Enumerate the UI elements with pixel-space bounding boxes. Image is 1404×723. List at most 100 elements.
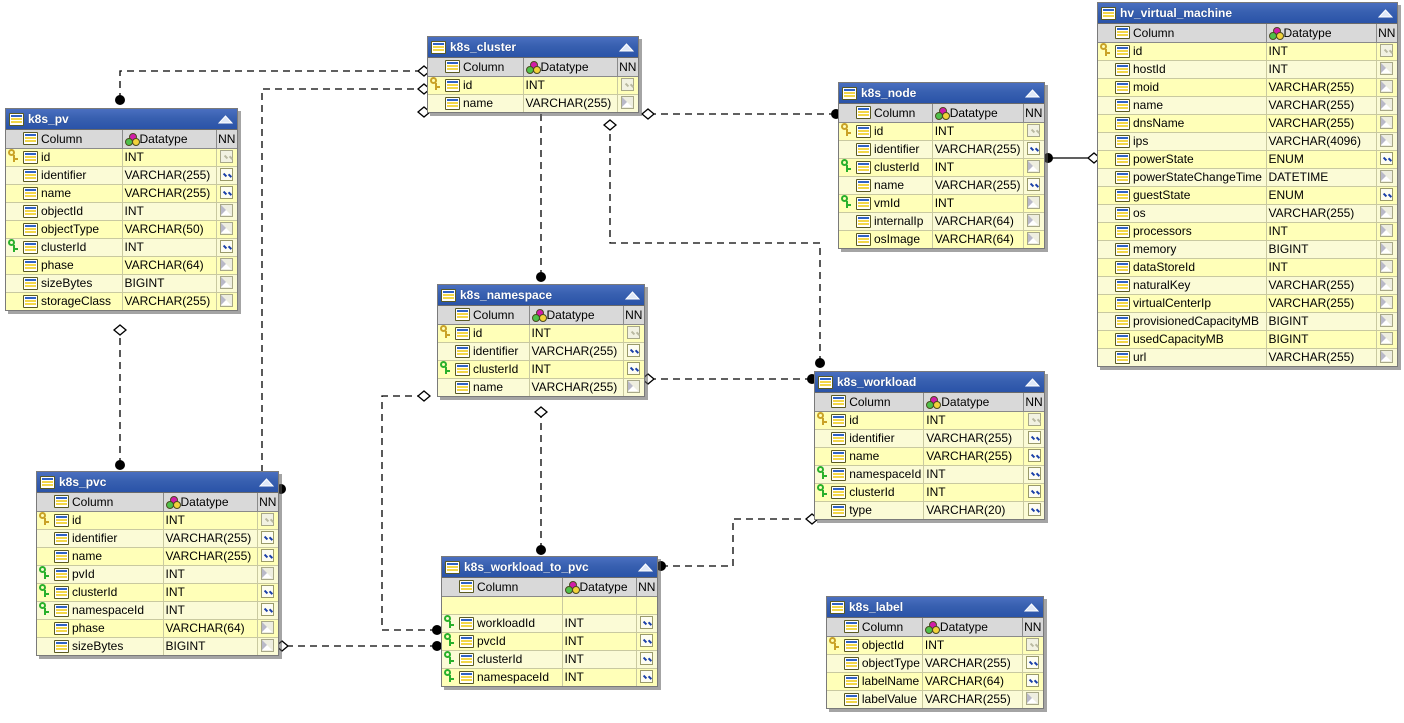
- relationship-wtp-namespace[interactable]: [533, 406, 549, 555]
- nn-checkbox-unchecked[interactable]: [261, 567, 275, 580]
- column-nn-cell[interactable]: [1022, 121, 1044, 140]
- table-header-k8s_workload_to_pvc[interactable]: k8s_workload_to_pvc: [442, 557, 657, 578]
- column-nn-cell[interactable]: [635, 649, 657, 668]
- nn-checkbox-disabled-checked[interactable]: [1026, 638, 1040, 651]
- nn-checkbox-unchecked[interactable]: [627, 380, 641, 394]
- nn-checkbox-checked[interactable]: [640, 616, 654, 629]
- nn-checkbox-disabled-checked[interactable]: [220, 150, 234, 163]
- column-nn-cell[interactable]: [256, 528, 278, 547]
- column-nn-cell[interactable]: [1022, 211, 1044, 230]
- column-nn-cell[interactable]: [1022, 139, 1044, 158]
- nn-checkbox-checked[interactable]: [627, 344, 641, 357]
- table-header-k8s_pvc[interactable]: k8s_pvc: [37, 472, 278, 493]
- nn-checkbox-checked[interactable]: [1027, 431, 1041, 444]
- nn-checkbox-unchecked[interactable]: [1380, 116, 1394, 129]
- nn-checkbox-checked[interactable]: [261, 549, 275, 562]
- column-nn-cell[interactable]: [1022, 157, 1044, 176]
- nn-checkbox-disabled-checked[interactable]: [621, 78, 635, 91]
- nn-checkbox-checked[interactable]: [1380, 188, 1394, 201]
- column-nn-cell[interactable]: [256, 618, 278, 637]
- nn-checkbox-unchecked[interactable]: [220, 222, 234, 235]
- column-nn-cell[interactable]: [215, 291, 237, 310]
- column-nn-cell[interactable]: [622, 341, 644, 360]
- relationship-pvc-cluster[interactable]: [261, 83, 432, 494]
- nn-checkbox-unchecked[interactable]: [1027, 232, 1041, 246]
- collapse-icon[interactable]: [1024, 602, 1039, 612]
- nn-checkbox-disabled-checked[interactable]: [1027, 124, 1041, 137]
- column-nn-cell[interactable]: [1375, 131, 1397, 150]
- column-nn-cell[interactable]: [256, 636, 278, 655]
- column-nn-cell[interactable]: [256, 510, 278, 529]
- nn-checkbox-checked[interactable]: [640, 652, 654, 665]
- collapse-icon[interactable]: [1378, 8, 1393, 18]
- relationship-wtp-cluster[interactable]: [381, 390, 442, 635]
- nn-checkbox-unchecked[interactable]: [220, 294, 234, 308]
- nn-checkbox-checked[interactable]: [627, 362, 641, 375]
- column-nn-cell[interactable]: [1375, 59, 1397, 78]
- column-nn-cell[interactable]: [215, 237, 237, 256]
- nn-checkbox-unchecked[interactable]: [1380, 224, 1394, 237]
- column-nn-cell[interactable]: [1023, 500, 1044, 519]
- nn-checkbox-unchecked[interactable]: [1380, 206, 1394, 219]
- column-nn-cell[interactable]: [1375, 257, 1397, 276]
- nn-checkbox-unchecked[interactable]: [1380, 134, 1394, 147]
- column-nn-cell[interactable]: [1023, 482, 1044, 501]
- relationship-namespace-cluster[interactable]: [416, 106, 546, 282]
- nn-checkbox-checked[interactable]: [220, 168, 234, 181]
- nn-checkbox-checked[interactable]: [1027, 142, 1041, 155]
- nn-checkbox-checked[interactable]: [1026, 656, 1040, 669]
- nn-checkbox-unchecked[interactable]: [1380, 80, 1394, 93]
- nn-checkbox-checked[interactable]: [261, 603, 275, 616]
- nn-checkbox-unchecked[interactable]: [1380, 260, 1394, 273]
- nn-checkbox-disabled-checked[interactable]: [261, 513, 275, 526]
- nn-checkbox-unchecked[interactable]: [1026, 692, 1040, 706]
- column-nn-cell[interactable]: [1023, 428, 1044, 447]
- nn-checkbox-unchecked[interactable]: [1027, 214, 1041, 227]
- collapse-icon[interactable]: [625, 290, 640, 300]
- column-nn-cell[interactable]: [1375, 185, 1397, 204]
- relationship-wtp-workload[interactable]: [656, 513, 820, 571]
- column-nn-cell[interactable]: [215, 219, 237, 238]
- column-nn-cell[interactable]: [1023, 464, 1044, 483]
- column-nn-cell[interactable]: [1375, 203, 1397, 222]
- column-nn-cell[interactable]: [215, 183, 237, 202]
- nn-checkbox-checked[interactable]: [261, 531, 275, 544]
- column-nn-cell[interactable]: [635, 595, 657, 614]
- column-nn-cell[interactable]: [635, 667, 657, 686]
- nn-checkbox-unchecked[interactable]: [220, 258, 234, 271]
- column-nn-cell[interactable]: [1022, 229, 1044, 248]
- column-nn-cell[interactable]: [1375, 239, 1397, 258]
- nn-checkbox-unchecked[interactable]: [1027, 196, 1041, 209]
- collapse-icon[interactable]: [218, 114, 233, 124]
- column-nn-cell[interactable]: [1021, 689, 1043, 708]
- table-header-k8s_namespace[interactable]: k8s_namespace: [438, 285, 644, 306]
- column-nn-cell[interactable]: [1375, 221, 1397, 240]
